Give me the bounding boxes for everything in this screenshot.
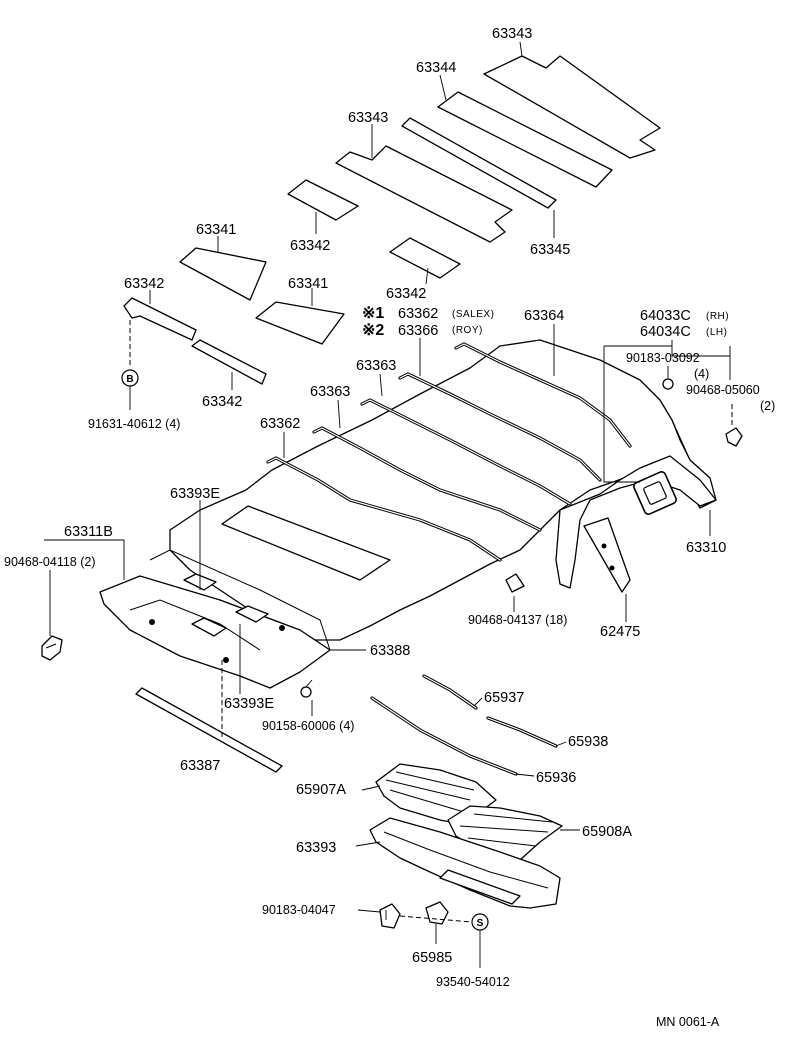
part-63341-center-pad	[255, 301, 345, 345]
label-63310: 63310	[686, 540, 726, 556]
label-90468-04118: 90468-04118 (2)	[4, 555, 96, 569]
label-63311b: 63311B	[64, 524, 113, 540]
part-63343-top-panel	[483, 55, 661, 159]
part-63342-bracket	[123, 297, 267, 385]
label-63345: 63345	[530, 242, 570, 258]
label-salex: (SALEX)	[452, 309, 494, 320]
label-65907a: 65907A	[296, 782, 346, 798]
label-64033c: 64033C	[640, 308, 691, 324]
part-65937-rod	[422, 674, 478, 710]
label-63364: 63364	[524, 308, 564, 324]
leader-lines	[44, 41, 733, 968]
symbol-s-label: S	[477, 918, 484, 929]
part-63343-middle-panel	[335, 145, 513, 243]
label-64034c: 64034C	[640, 324, 691, 340]
label-91631-40612: 91631-40612 (4)	[88, 417, 180, 431]
clip-90183-03092	[662, 378, 674, 390]
label-mark-1: ※1	[362, 305, 384, 322]
label-65985: 65985	[412, 950, 452, 966]
label-roy: (ROY)	[452, 325, 483, 336]
clip-90468-05060	[725, 427, 743, 447]
label-65936: 65936	[536, 770, 576, 786]
label-63342-c: 63342	[386, 286, 426, 302]
label-63363-a: 63363	[356, 358, 396, 374]
label-63393: 63393	[296, 840, 336, 856]
label-63343-top: 63343	[492, 26, 532, 42]
part-63393-sunroof-frame	[369, 817, 561, 909]
reference-code: MN 0061-A	[656, 1015, 720, 1029]
label-90468-04137: 90468-04137 (18)	[468, 613, 567, 627]
part-65985-clip	[425, 901, 449, 925]
label-63362-salex: 63362	[398, 306, 438, 322]
label-65937: 65937	[484, 690, 524, 706]
label-63342-a: 63342	[290, 238, 330, 254]
label-63393e-bottom: 63393E	[224, 696, 274, 712]
label-rh: (RH)	[706, 311, 729, 322]
part-63342-small-pad-b	[389, 237, 461, 279]
label-63362: 63362	[260, 416, 300, 432]
clip-90468-04118	[41, 635, 63, 661]
label-63366-roy: 63366	[398, 323, 438, 339]
part-63344-panel	[437, 91, 613, 188]
label-63388: 63388	[370, 643, 410, 659]
label-63393e-top: 63393E	[170, 486, 220, 502]
part-63342-small-pad-a	[287, 179, 359, 221]
label-lh: (LH)	[706, 327, 727, 338]
part-90183-04047-fastener	[379, 903, 401, 929]
part-62475-bracket	[583, 517, 631, 593]
label-62475: 62475	[600, 624, 640, 640]
label-93540-54012: 93540-54012	[436, 975, 510, 989]
label-63341-left: 63341	[196, 222, 236, 238]
label-qty-4-a: (4)	[694, 367, 709, 381]
part-63345-strip	[401, 117, 557, 209]
label-63363-b: 63363	[310, 384, 350, 400]
label-63343-middle: 63343	[348, 110, 388, 126]
symbol-s-circle: S	[471, 913, 489, 931]
label-63341-center: 63341	[288, 276, 328, 292]
part-63341-left-pad	[179, 247, 267, 301]
part-65936-rod	[370, 696, 518, 776]
symbol-b-label: B	[126, 374, 133, 385]
label-65908a: 65908A	[582, 824, 632, 840]
label-65938: 65938	[568, 734, 608, 750]
screw-90158-60006	[300, 679, 313, 698]
label-63342-b: 63342	[124, 276, 164, 292]
label-90183-04047: 90183-04047	[262, 903, 336, 917]
clip-90468-04137	[505, 573, 525, 593]
label-qty-2-a: (2)	[760, 399, 775, 413]
symbol-b-circle: B	[121, 369, 139, 387]
label-90468-05060: 90468-05060	[686, 383, 760, 397]
label-90158-60006: 90158-60006 (4)	[262, 719, 354, 733]
label-63387: 63387	[180, 758, 220, 774]
roof-support-rods	[266, 342, 632, 562]
part-number-labels: 63343 63344 63343 63345 63341 63342 6334…	[4, 26, 775, 1029]
part-65938-rod	[486, 716, 558, 748]
label-90183-03092: 90183-03092	[626, 351, 700, 365]
part-63387-strip	[135, 687, 283, 773]
label-mark-2: ※2	[362, 322, 384, 339]
label-63342-d: 63342	[202, 394, 242, 410]
part-63311b-front-header	[99, 549, 331, 689]
label-63344: 63344	[416, 60, 456, 76]
